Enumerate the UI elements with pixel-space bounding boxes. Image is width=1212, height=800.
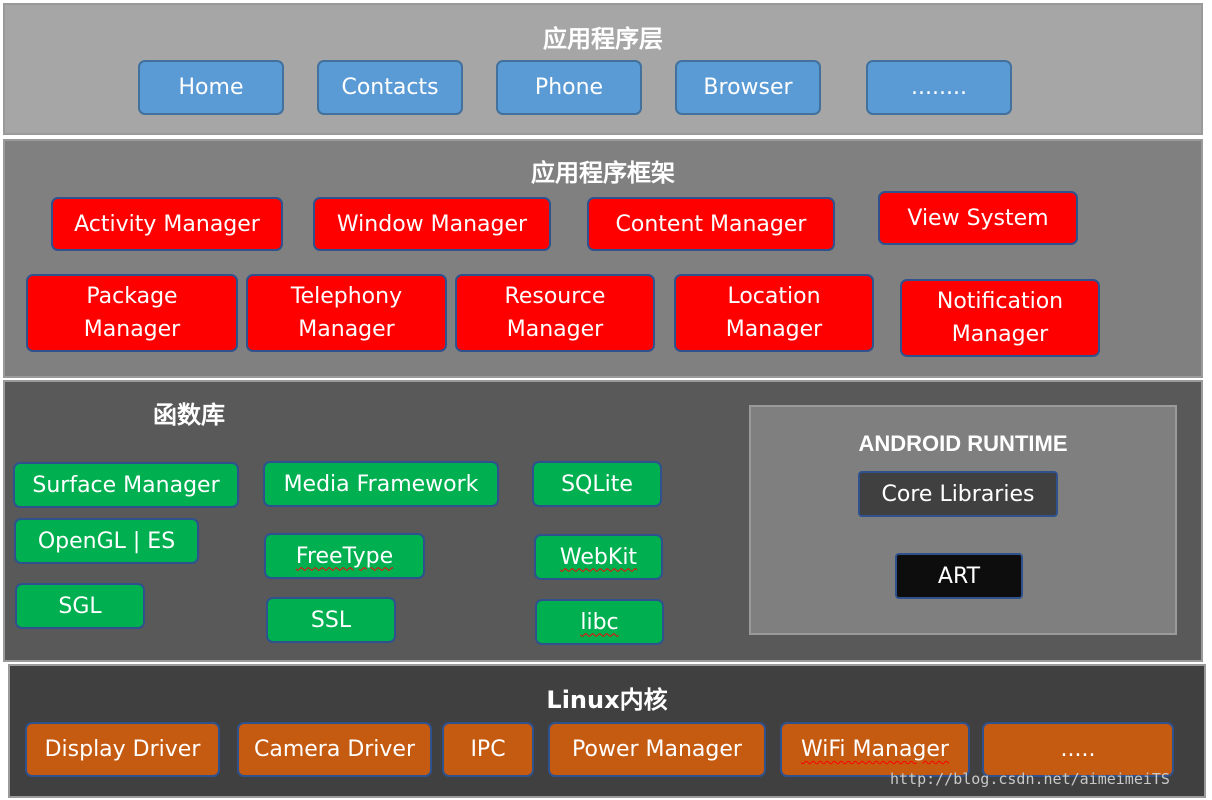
- kernel-box-camera-driver: Camera Driver: [237, 722, 432, 777]
- kernel-box-wifi-manager: WiFi Manager: [780, 722, 970, 777]
- framework-layer: 应用程序框架 Activity Manager Window Manager C…: [3, 139, 1203, 378]
- framework-layer-title: 应用程序框架: [531, 159, 675, 187]
- library-box-ssl: SSL: [266, 597, 396, 643]
- runtime-box-core-libraries: Core Libraries: [858, 471, 1058, 517]
- application-layer: 应用程序层 Home Contacts Phone Browser ......…: [3, 3, 1203, 135]
- kernel-box-more: .....: [982, 722, 1174, 777]
- watermark-text: http://blog.csdn.net/aimeimeiTS: [890, 770, 1170, 788]
- kernel-box-display-driver: Display Driver: [25, 722, 220, 777]
- runtime-box-art: ART: [895, 553, 1023, 599]
- kernel-box-ipc: IPC: [442, 722, 534, 777]
- library-box-sgl: SGL: [15, 583, 145, 629]
- library-box-opengl-es: OpenGL | ES: [14, 518, 199, 564]
- app-box-phone: Phone: [496, 60, 642, 115]
- android-runtime-title: ANDROID RUNTIME: [858, 431, 1068, 456]
- framework-box-location-manager: Location Manager: [674, 274, 874, 352]
- library-box-sqlite: SQLite: [532, 461, 662, 507]
- libraries-layer-title: 函数库: [153, 401, 225, 429]
- android-runtime-panel: ANDROID RUNTIME Core Libraries ART: [749, 405, 1177, 635]
- library-box-surface-manager: Surface Manager: [13, 462, 239, 508]
- framework-box-resource-manager: Resource Manager: [455, 274, 655, 352]
- libraries-layer: 函数库 Surface Manager Media Framework SQLi…: [3, 380, 1203, 662]
- library-box-libc: libc: [535, 599, 664, 645]
- kernel-layer-title: Linux内核: [546, 686, 668, 714]
- kernel-layer: Linux内核 Display Driver Camera Driver IPC…: [8, 664, 1206, 798]
- library-box-freetype: FreeType: [264, 533, 425, 579]
- framework-box-activity-manager: Activity Manager: [51, 197, 283, 251]
- kernel-box-power-manager: Power Manager: [548, 722, 766, 777]
- framework-box-window-manager: Window Manager: [313, 197, 551, 251]
- library-box-webkit: WebKit: [534, 534, 663, 580]
- app-box-home: Home: [138, 60, 284, 115]
- app-box-contacts: Contacts: [317, 60, 463, 115]
- framework-box-telephony-manager: Telephony Manager: [246, 274, 447, 352]
- app-box-more: ........: [866, 60, 1012, 115]
- application-layer-title: 应用程序层: [543, 25, 663, 53]
- app-box-browser: Browser: [675, 60, 821, 115]
- framework-box-package-manager: Package Manager: [26, 274, 238, 352]
- library-box-media-framework: Media Framework: [263, 461, 499, 507]
- framework-box-content-manager: Content Manager: [587, 197, 835, 251]
- framework-box-notification-manager: Notification Manager: [900, 279, 1100, 357]
- framework-box-view-system: View System: [878, 191, 1078, 245]
